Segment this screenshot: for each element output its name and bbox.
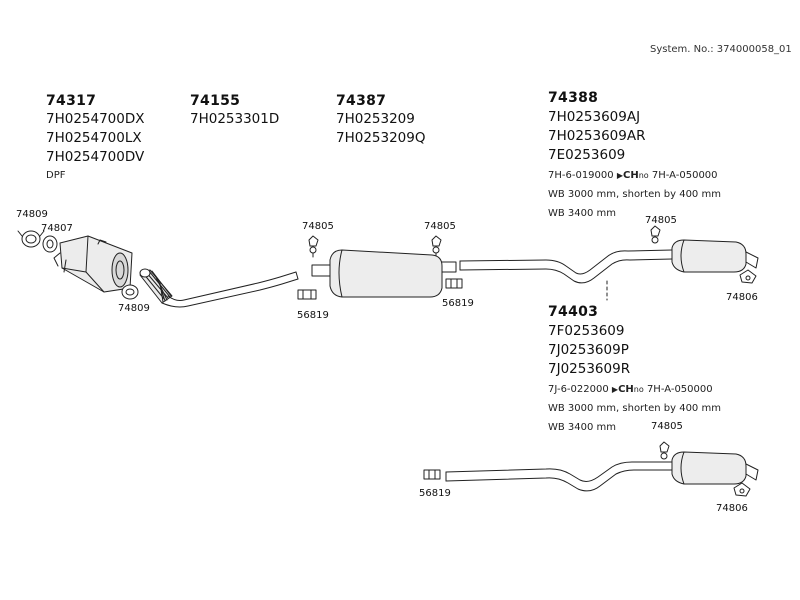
- oem-number: 7H0254700LX: [46, 130, 142, 146]
- dpf-note: DPF: [46, 170, 66, 181]
- chassis-from: 7J-6-022000: [548, 384, 609, 395]
- chassis-suffix: no: [638, 171, 649, 180]
- oem-number: 7H0253209: [336, 111, 415, 127]
- hanger-74805-drawing: [308, 235, 319, 258]
- chassis-marker-arrow-icon: ▶: [611, 385, 619, 394]
- system-number: System. No.: 374000058_01: [650, 44, 792, 55]
- chassis-marker: CH: [622, 170, 639, 181]
- oem-number: 7H0254700DV: [46, 149, 145, 165]
- clamp-56819-drawing: [423, 469, 441, 480]
- oem-number: 7F0253609: [548, 323, 625, 339]
- oem-number: 7H0253301D: [190, 111, 280, 127]
- callout-label: 74805: [651, 421, 683, 432]
- chassis-suffix: no: [633, 385, 644, 394]
- rear-silencer-74388-drawing: [671, 239, 759, 273]
- chassis-to: 7H-A-050000: [646, 384, 713, 395]
- middle-silencer-74387-drawing: [311, 249, 457, 298]
- clamp-74809-lower-drawing: [121, 284, 139, 300]
- part-group-number-74317: 74317: [46, 93, 97, 109]
- callout-label: 74805: [302, 221, 334, 232]
- chassis-marker-arrow-icon: ▶: [616, 171, 623, 180]
- oem-number: 7H0253609AJ: [548, 109, 641, 125]
- callout-label: 74806: [716, 503, 748, 514]
- clamp-56819-drawing: [445, 278, 463, 289]
- wheelbase-note: WB 3400 mm: [548, 422, 617, 433]
- clamp-56819-drawing: [297, 289, 317, 300]
- hanger-74805-drawing: [650, 225, 661, 244]
- hanger-74805-drawing: [431, 235, 442, 258]
- chassis-range: 7J-6-022000 ▶CHno 7H-A-050000: [548, 380, 713, 399]
- wheelbase-note: WB 3400 mm: [548, 208, 617, 219]
- oem-number: 7J0253609P: [548, 342, 629, 358]
- rear-pipe-lower-drawing: [445, 461, 673, 492]
- callout-label: 74805: [424, 221, 456, 232]
- oem-number: 7J0253609R: [548, 361, 631, 377]
- rear-silencer-74403-drawing: [671, 451, 759, 485]
- callout-label: 74809: [118, 303, 150, 314]
- chassis-range: 7H-6-019000 ▶CHno 7H-A-050000: [548, 166, 718, 185]
- part-group-number-74403: 74403: [548, 304, 599, 320]
- chassis-marker: CH: [618, 384, 634, 395]
- clamp-74809-drawing: [17, 230, 45, 248]
- oem-number: 7H0253209Q: [336, 130, 426, 146]
- bracket-74806-drawing: [739, 269, 757, 284]
- part-group-number-74387: 74387: [336, 93, 387, 109]
- hanger-74805-drawing: [659, 441, 670, 460]
- callout-label: 56819: [419, 488, 451, 499]
- wheelbase-note: WB 3000 mm, shorten by 400 mm: [548, 189, 721, 200]
- chassis-to: 7H-A-050000: [651, 170, 718, 181]
- flex-pipe-74155-drawing: [139, 268, 173, 304]
- bracket-74806-drawing: [733, 482, 751, 497]
- callout-label: 74807: [41, 223, 73, 234]
- gasket-74807-drawing: [42, 235, 58, 253]
- oem-number: 7H0254700DX: [46, 111, 145, 127]
- dpf-74317-drawing: [53, 235, 133, 293]
- callout-label: 74805: [645, 215, 677, 226]
- callout-label: 56819: [442, 298, 474, 309]
- part-group-number-74155: 74155: [190, 93, 241, 109]
- callout-label: 74806: [726, 292, 758, 303]
- oem-number: 7H0253609AR: [548, 128, 646, 144]
- callout-label: 56819: [297, 310, 329, 321]
- oem-number: 7E0253609: [548, 147, 626, 163]
- callout-label: 74809: [16, 209, 48, 220]
- front-pipe-drawing: [161, 271, 299, 308]
- chassis-from: 7H-6-019000: [548, 170, 614, 181]
- rear-pipe-drawing: [459, 249, 673, 284]
- part-group-number-74388: 74388: [548, 90, 599, 106]
- wheelbase-note: WB 3000 mm, shorten by 400 mm: [548, 403, 721, 414]
